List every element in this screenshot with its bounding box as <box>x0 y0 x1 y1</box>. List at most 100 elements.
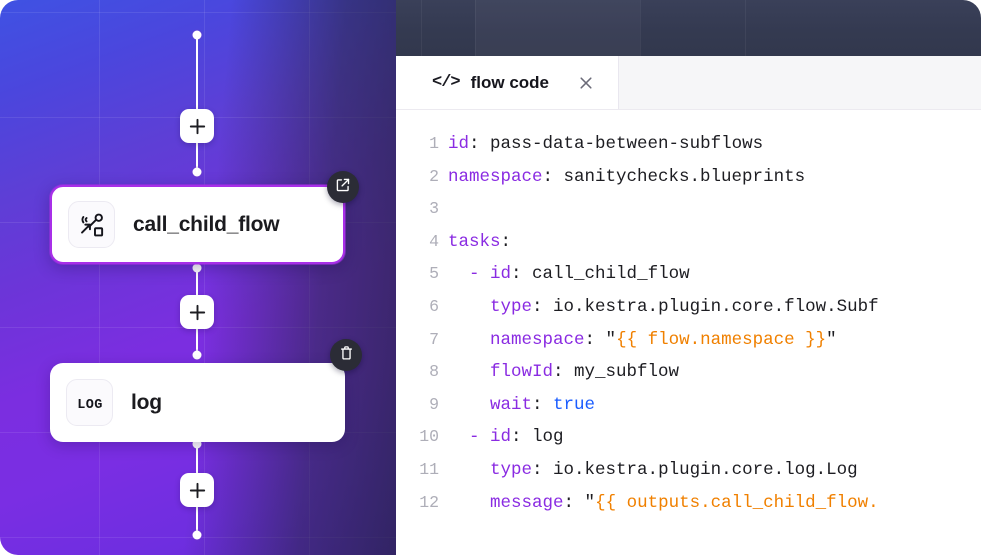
code-token: " <box>584 492 596 513</box>
code-token: namespace <box>490 329 585 350</box>
code-token: wait <box>490 394 533 415</box>
edge-endpoint-dot <box>192 167 202 177</box>
open-subflow-button[interactable] <box>327 171 359 203</box>
line-number: 9 <box>429 394 439 414</box>
code-line: 7 namespace: "{{ flow.namespace }}" <box>396 324 981 357</box>
line-number: 5 <box>429 264 439 284</box>
edge-segment <box>196 35 198 109</box>
code-line: 10 - id: log <box>396 421 981 454</box>
code-line-text: namespace: sanitychecks.blueprints <box>448 161 805 194</box>
code-line: 6 type: io.kestra.plugin.core.flow.Subf <box>396 291 981 324</box>
add-task-button-middle[interactable] <box>180 295 214 329</box>
code-token: id <box>448 134 470 154</box>
flow-node-label: call_child_flow <box>133 212 280 236</box>
editor-tab-bar: </> flow code <box>396 56 981 110</box>
code-token: message <box>490 492 564 513</box>
line-number: 4 <box>429 231 439 251</box>
code-token: " <box>826 329 837 350</box>
code-token: id <box>490 264 512 285</box>
line-number: 10 <box>419 427 439 447</box>
plus-icon <box>189 118 206 135</box>
line-number: 6 <box>429 296 439 316</box>
line-number: 12 <box>419 492 439 512</box>
code-line-text: wait: true <box>448 389 595 422</box>
code-line: 9 wait: true <box>396 389 981 422</box>
code-token: : <box>500 231 512 252</box>
add-task-button-bottom[interactable] <box>180 473 214 507</box>
trash-icon <box>339 345 354 366</box>
flow-canvas[interactable]: call_child_flow <box>0 0 396 555</box>
header-divider <box>745 0 746 56</box>
line-number: 11 <box>419 459 439 479</box>
header-divider <box>421 0 422 56</box>
code-line-text: id: pass-data-between-subflows <box>448 128 763 161</box>
header-divider <box>475 0 476 56</box>
delete-task-button[interactable] <box>330 339 362 371</box>
code-line: 11 type: io.kestra.plugin.core.log.Log <box>396 454 981 487</box>
tab-bar-empty-space <box>619 56 981 109</box>
tab-flow-code[interactable]: </> flow code <box>396 56 620 109</box>
code-token: io.kestra.plugin.core.flow.Subf <box>553 296 879 317</box>
code-token: io.kestra.plugin.core.log.Log <box>553 459 858 480</box>
code-token: " <box>605 329 617 350</box>
line-number: 8 <box>429 362 439 382</box>
code-token: : <box>553 362 575 383</box>
code-line: 8 flowId: my_subflow <box>396 356 981 389</box>
flow-node-label: log <box>131 390 162 414</box>
code-line-text: - id: call_child_flow <box>448 258 690 291</box>
code-token: my_subflow <box>574 362 680 383</box>
edge-segment <box>196 143 198 171</box>
header-divider <box>640 0 641 56</box>
app-header-bar <box>396 0 981 56</box>
code-line: 5 - id: call_child_flow <box>396 258 981 291</box>
code-token: type <box>490 296 533 317</box>
tab-label: flow code <box>470 72 550 92</box>
code-token: namespace <box>448 166 543 187</box>
flow-node-log[interactable]: LOG log <box>50 339 362 442</box>
code-token: pass-data-between-subflows <box>490 134 764 154</box>
flow-node-call-child-flow[interactable]: call_child_flow <box>50 171 359 264</box>
edge-segment <box>196 507 198 535</box>
code-token: flowId <box>490 362 554 383</box>
add-task-button-top[interactable] <box>180 109 214 143</box>
code-token: : <box>511 427 533 448</box>
code-line-text: - id: log <box>448 421 564 454</box>
code-token: - <box>448 427 491 448</box>
canvas-grid <box>0 0 396 555</box>
code-token: id <box>490 427 512 448</box>
code-token: : <box>532 394 554 415</box>
code-token <box>448 330 490 350</box>
code-token <box>448 395 490 415</box>
code-line: 4 tasks: <box>396 226 981 259</box>
code-token: sanitychecks.blueprints <box>563 166 806 187</box>
svg-text:LOG: LOG <box>77 397 102 411</box>
code-token <box>448 493 490 513</box>
edge-endpoint-dot <box>192 350 202 360</box>
code-token <box>448 460 490 480</box>
plus-icon <box>189 304 206 321</box>
line-number: 3 <box>429 199 439 219</box>
log-icon: LOG <box>66 379 113 426</box>
code-token: : <box>532 459 554 480</box>
header-block <box>475 0 640 56</box>
external-link-icon <box>335 177 351 198</box>
plus-icon <box>189 482 206 499</box>
code-token: {{ flow.namespace }} <box>616 329 827 350</box>
code-token: - <box>448 264 491 285</box>
code-line-text: namespace: "{{ flow.namespace }}" <box>448 324 837 357</box>
edge-segment <box>196 444 198 473</box>
code-token: : <box>584 329 606 350</box>
code-token: log <box>532 427 564 448</box>
close-icon[interactable] <box>576 73 596 93</box>
subflow-icon <box>68 201 115 248</box>
code-token: call_child_flow <box>532 264 690 285</box>
code-token: {{ outputs.call_child_flow. <box>595 492 879 513</box>
code-line-text: type: io.kestra.plugin.core.flow.Subf <box>448 291 879 324</box>
canvas-shade-overlay <box>0 0 396 555</box>
code-line-text: tasks: <box>448 226 511 259</box>
edge-endpoint-dot <box>192 530 202 540</box>
code-token <box>448 297 490 317</box>
